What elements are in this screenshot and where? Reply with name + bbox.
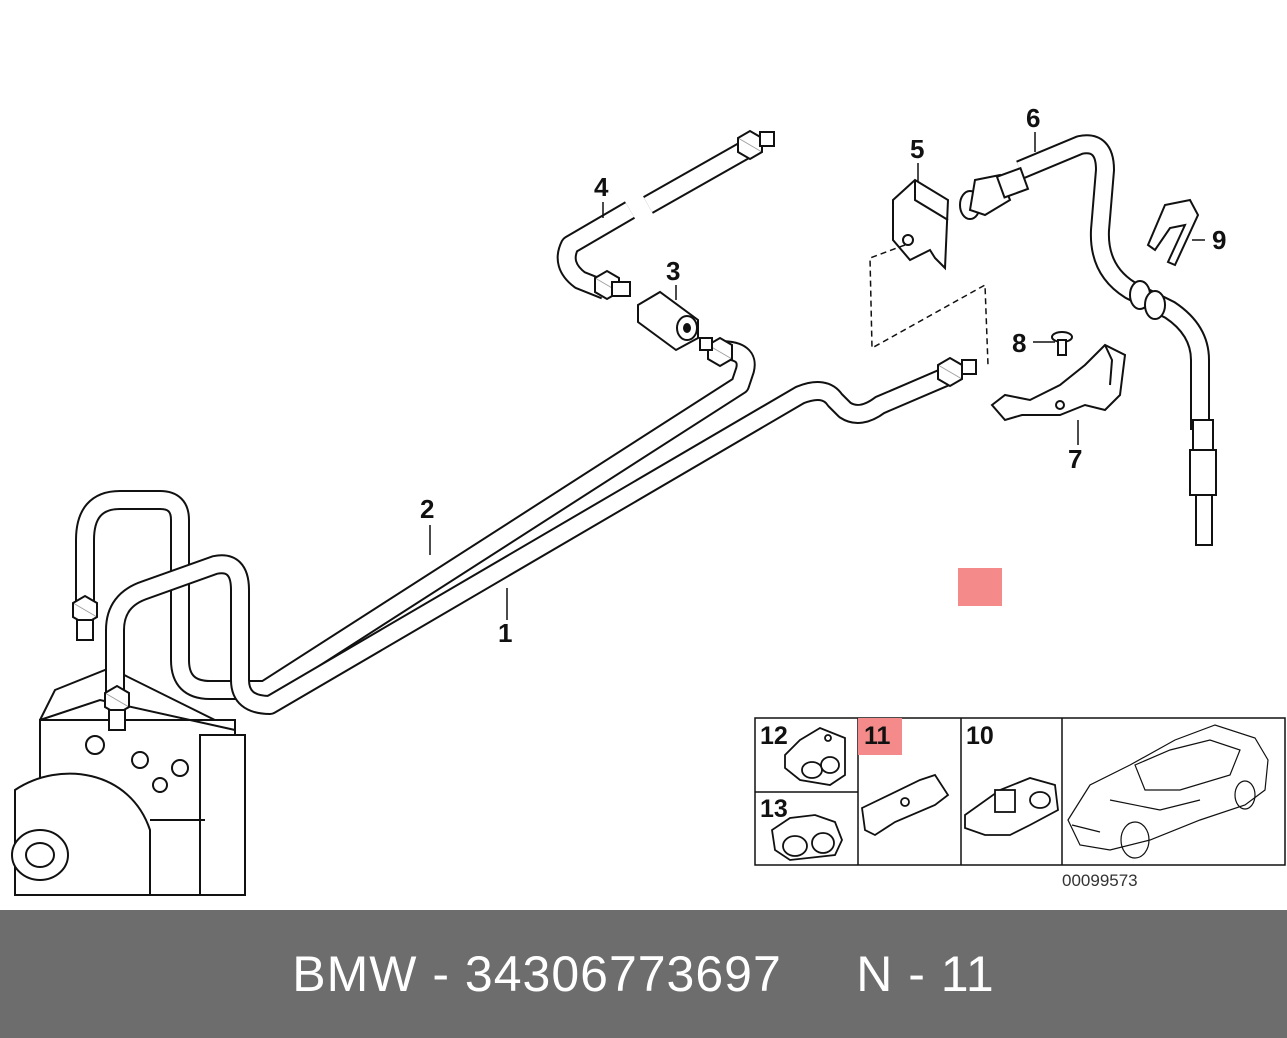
car-silhouette xyxy=(1067,724,1269,859)
inset-label-10: 10 xyxy=(966,722,994,750)
diagram-position: N - 11 xyxy=(856,946,995,1002)
dashed-guide xyxy=(869,244,989,366)
footer-caption: BMW - 34306773697 N - 11 xyxy=(292,945,994,1003)
inset-label-12: 12 xyxy=(760,722,788,750)
brand-name: BMW xyxy=(292,946,418,1002)
highlight-marker xyxy=(958,568,1002,606)
clip-13 xyxy=(771,814,843,861)
callout-5: 5 xyxy=(910,134,924,164)
adapter-3 xyxy=(637,290,699,352)
inset-panel: 12 11 10 13 00099573 xyxy=(754,717,1286,890)
inset-highlight-11 xyxy=(858,718,902,755)
callout-2: 2 xyxy=(420,494,434,524)
abs-fittings xyxy=(72,595,130,731)
callout-9: 9 xyxy=(1212,225,1226,255)
part-number: 34306773697 xyxy=(464,946,782,1002)
spacer xyxy=(782,946,856,1002)
holder-10 xyxy=(964,777,1059,836)
brake-pipe-4 xyxy=(556,130,775,300)
callout-4: 4 xyxy=(594,172,609,202)
brake-line-1 xyxy=(105,365,954,715)
brake-line-diagram: 1 2 3 4 5 6 7 8 9 xyxy=(11,103,1286,896)
bracket-5 xyxy=(892,178,950,271)
bolt-8 xyxy=(1051,331,1073,356)
clip-9 xyxy=(1146,198,1200,267)
holder-7 xyxy=(990,343,1127,422)
brake-line-2 xyxy=(75,340,756,700)
brake-hose-6 xyxy=(959,134,1217,546)
diagram-ref-code: 00099573 xyxy=(1062,871,1138,890)
callout-3: 3 xyxy=(666,256,680,286)
abs-unit xyxy=(11,666,246,896)
footer-bar: BMW - 34306773697 N - 11 xyxy=(0,910,1287,1038)
separator: - xyxy=(417,946,465,1002)
callout-8: 8 xyxy=(1012,328,1026,358)
leader-lines xyxy=(429,132,1205,620)
holder-11 xyxy=(861,773,950,837)
callout-6: 6 xyxy=(1026,103,1040,133)
callout-7: 7 xyxy=(1068,444,1082,474)
callout-1: 1 xyxy=(498,618,512,648)
clip-12 xyxy=(784,726,846,786)
inset-label-11: 11 xyxy=(864,722,891,750)
inset-label-13: 13 xyxy=(760,795,788,823)
